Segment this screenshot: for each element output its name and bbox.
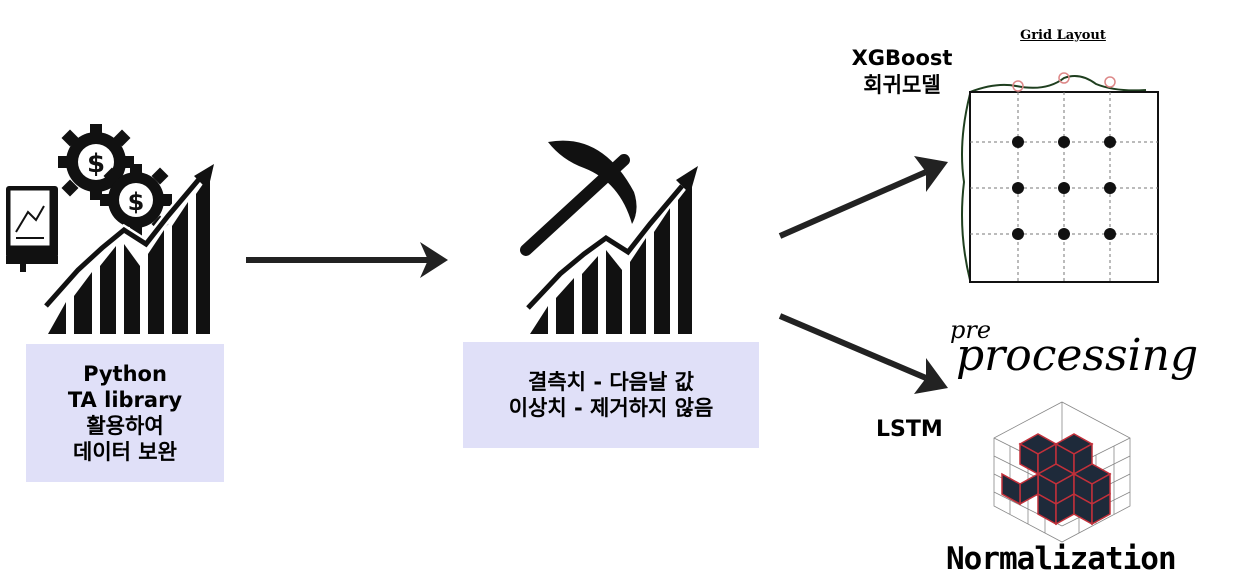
- step1-line: 데이터 보완: [73, 440, 177, 465]
- step1-line: 활용하여: [86, 414, 164, 438]
- svg-text:$: $: [87, 149, 105, 179]
- grid-layout-diagram: [961, 72, 1159, 283]
- lstm-label: LSTM: [876, 417, 943, 442]
- arrow-up-right: [778, 156, 948, 239]
- arrow-down-right: [778, 313, 948, 394]
- dollar-gear-icon: $: [100, 164, 172, 236]
- book-icon: [6, 186, 58, 272]
- step1-box: Python TA library 활용하여 데이터 보완: [26, 344, 224, 482]
- step2-box: 결측치 - 다음날 값 이상치 - 제거하지 않음: [463, 342, 759, 448]
- finance-chart-icon: $ $: [6, 124, 214, 334]
- pickaxe-chart-icon: [520, 140, 698, 334]
- xgboost-label: XGBoost 회귀모델: [840, 45, 964, 100]
- step1-line: Python: [83, 361, 167, 386]
- grid-title: Grid Layout: [1020, 28, 1106, 43]
- bar-chart-icon: [48, 174, 210, 334]
- pickaxe-icon: [520, 140, 637, 256]
- processing-text: processing: [956, 330, 1199, 381]
- normalization-label: Normalization: [946, 541, 1177, 577]
- pre-text: pre: [950, 316, 992, 344]
- step1-line: TA library: [67, 387, 183, 412]
- xgboost-line: XGBoost: [851, 46, 953, 70]
- branch-arrows: [778, 156, 948, 394]
- normalization-cube-icon: [993, 401, 1131, 543]
- step2-line: 이상치 - 제거하지 않음: [508, 396, 714, 420]
- step2-line: 결측치 - 다음날 값: [528, 369, 694, 394]
- svg-text:$: $: [128, 188, 145, 216]
- preprocessing-wordmark: pre processing: [948, 316, 1198, 396]
- arrow-right: [246, 242, 448, 278]
- bar-chart-icon: [530, 182, 692, 334]
- xgboost-line: 회귀모델: [863, 73, 941, 98]
